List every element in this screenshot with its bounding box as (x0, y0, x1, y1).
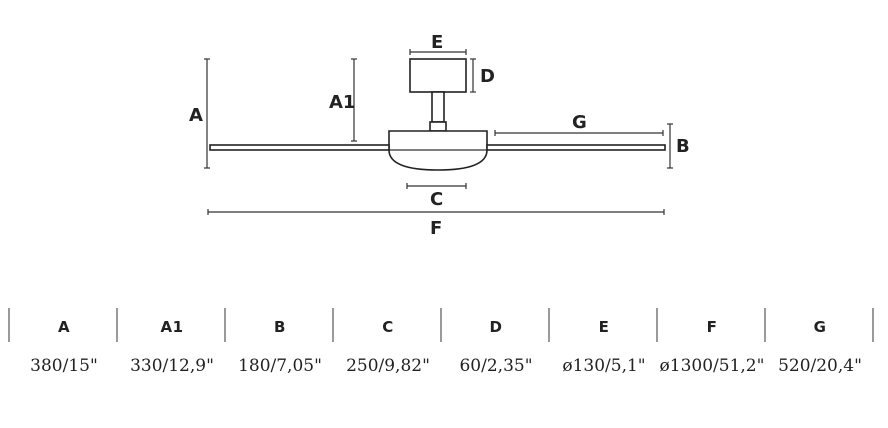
column-a1: A1 330/12,9" (118, 308, 226, 388)
canopy-block (409, 58, 467, 93)
dimension-a-label: A (189, 105, 203, 126)
column-header: E (598, 318, 610, 336)
column-d: D 60/2,35" (442, 308, 550, 388)
column-e: E ø130/5,1" (550, 308, 658, 388)
column-value: 180/7,05" (238, 356, 322, 376)
column-header: G (813, 318, 827, 336)
column-separator (8, 308, 10, 342)
column-value: ø130/5,1" (562, 356, 646, 376)
column-a: A 380/15" (10, 308, 118, 388)
column-header: A1 (160, 318, 184, 336)
left-blade (209, 144, 390, 151)
column-separator (764, 308, 766, 342)
column-header: F (706, 318, 718, 336)
column-c: C 250/9,82" (334, 308, 442, 388)
column-header: C (382, 318, 394, 336)
dimension-c-label: C (430, 189, 443, 210)
column-header: A (57, 318, 71, 336)
column-separator (548, 308, 550, 342)
column-value: ø1300/51,2" (659, 356, 765, 376)
column-f: F ø1300/51,2" (658, 308, 766, 388)
column-header: B (274, 318, 286, 336)
column-separator (332, 308, 334, 342)
column-separator (872, 308, 874, 342)
dimension-d-label: D (480, 66, 495, 87)
column-separator (116, 308, 118, 342)
right-blade (486, 144, 666, 151)
dimensions-table: A 380/15" A1 330/12,9" B 180/7,05" C 250… (8, 308, 874, 388)
column-separator (440, 308, 442, 342)
column-separator (656, 308, 658, 342)
column-header: D (489, 318, 503, 336)
column-separator (224, 308, 226, 342)
dimension-g-label: G (572, 112, 587, 133)
column-value: 60/2,35" (459, 356, 533, 376)
dimension-f-label: F (430, 218, 442, 239)
fan-dimension-diagram: A A1 E D G B C F (189, 32, 690, 239)
column-g: G 520/20,4" (766, 308, 874, 388)
dimension-b-label: B (676, 136, 690, 157)
column-value: 380/15" (30, 356, 98, 376)
column-b: B 180/7,05" (226, 308, 334, 388)
dimension-e-label: E (431, 32, 443, 53)
downrod (431, 91, 445, 123)
column-value: 250/9,82" (346, 356, 430, 376)
column-value: 330/12,9" (130, 356, 214, 376)
rod-coupling (429, 121, 447, 132)
column-value: 520/20,4" (778, 356, 862, 376)
dimension-a1-label: A1 (329, 92, 355, 113)
